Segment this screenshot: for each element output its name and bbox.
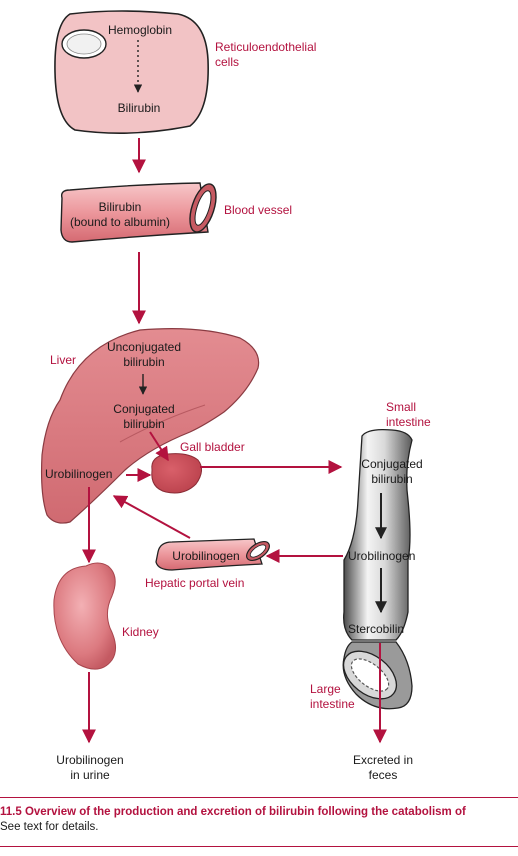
gall-bladder: [151, 453, 202, 494]
label-hemoglobin: Hemoglobin: [107, 23, 173, 37]
label-bilirubin-bound: Bilirubin(bound to albumin): [69, 200, 171, 229]
figure-caption-subtitle: See text for details.: [0, 821, 99, 833]
kidney: [53, 562, 116, 670]
label-urobilinogen-liver: Urobilinogen: [45, 467, 113, 481]
label-urobilinogen-intestine: Urobilinogen: [348, 549, 416, 563]
label-hepatic-portal-vein: Hepatic portal vein: [145, 576, 245, 590]
label-stercobilin: Stercobilin: [348, 622, 405, 636]
caption-rule-top: [0, 797, 518, 798]
label-kidney: Kidney: [122, 625, 159, 639]
hepatic-portal-vein: [155, 538, 263, 571]
caption-rule-bottom: [0, 846, 518, 847]
label-blood-vessel: Blood vessel: [224, 203, 293, 217]
blood-vessel: [60, 182, 209, 243]
liver: [40, 328, 260, 524]
arrow-portal-to-liver: [112, 495, 191, 539]
figure-caption-title: 11.5 Overview of the production and excr…: [0, 806, 466, 818]
label-liver: Liver: [50, 353, 77, 367]
label-gall-bladder: Gall bladder: [180, 440, 245, 454]
arrow-conj-to-gallbladder: [149, 431, 169, 462]
label-urobilinogen-portal: Urobilinogen: [172, 549, 240, 563]
label-bilirubin-top: Bilirubin: [117, 101, 161, 115]
